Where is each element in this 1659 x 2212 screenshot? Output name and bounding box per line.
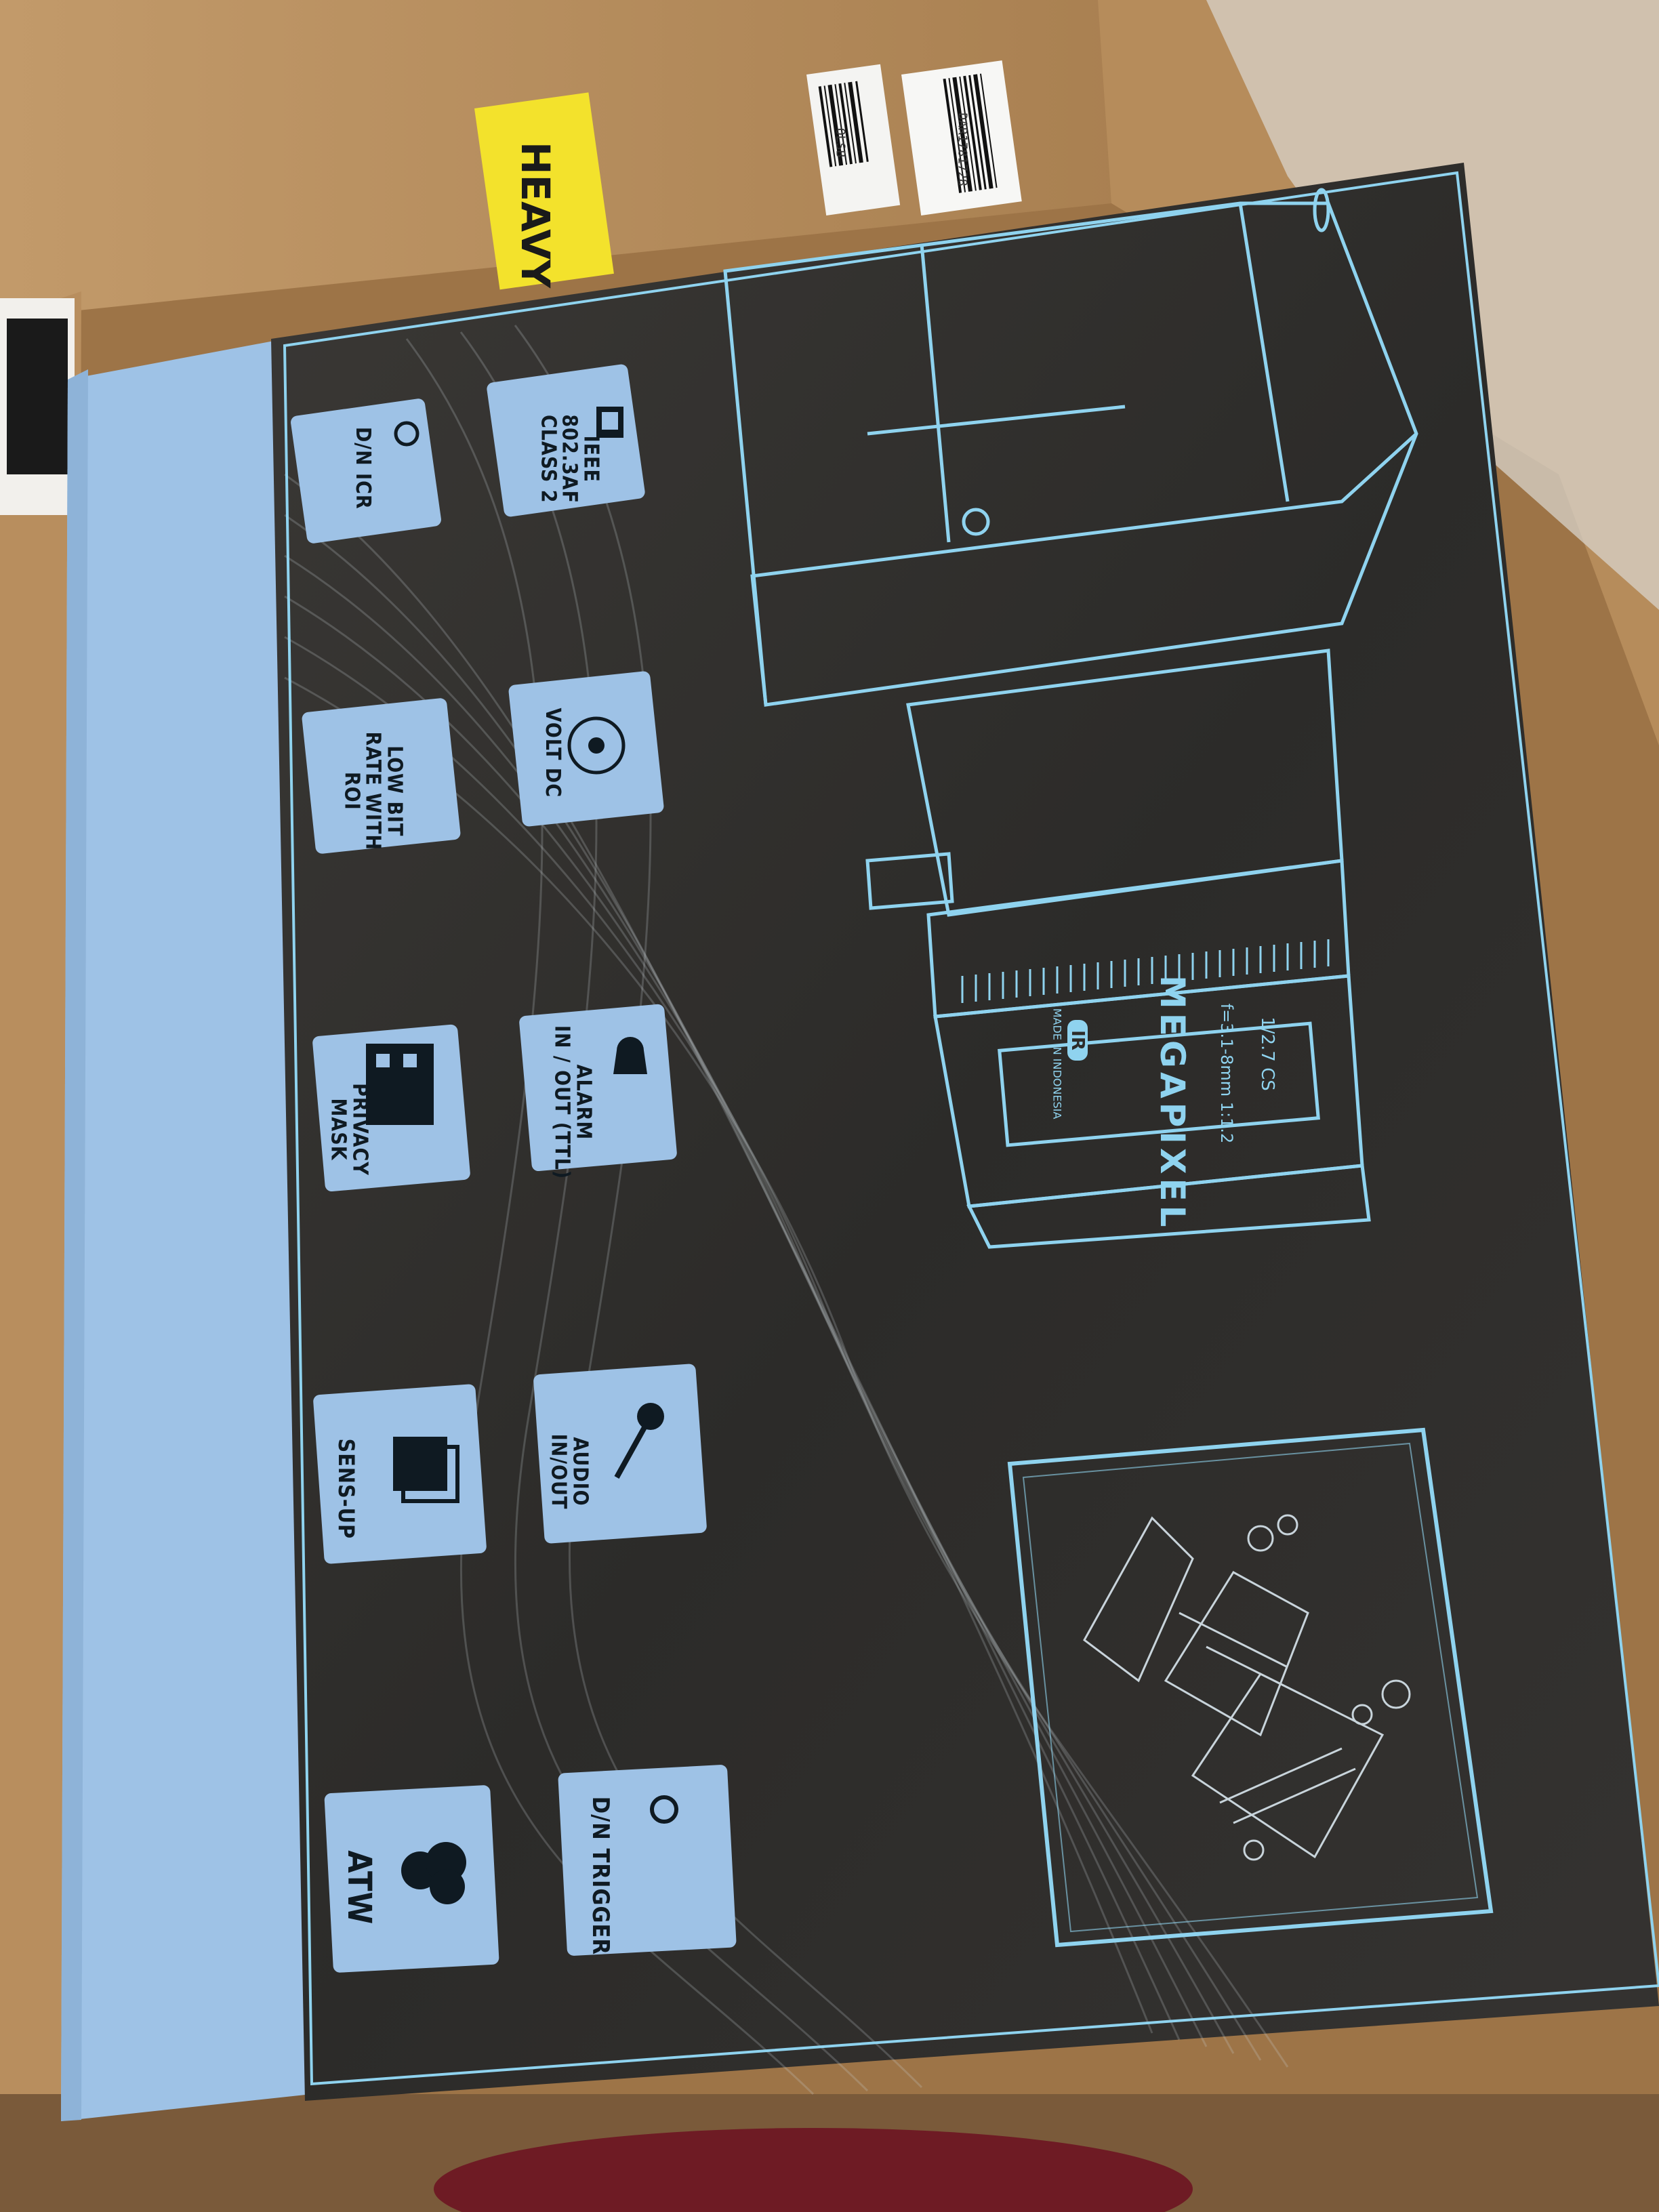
lens-knurl [961,939,1330,1003]
feature-label-ieee: IEEE 802.3AF CLASS 2 [536,414,603,504]
box-spine [61,339,312,2121]
background-red-object [434,2128,1193,2212]
sens-up-icon [393,1437,459,1503]
feature-tile-9 [558,1765,737,1956]
left-sticker-print [7,319,68,474]
feature-label-sens-up: SENS-UP [333,1438,359,1540]
city-frame-inner [1022,1442,1479,1933]
feature-label-roi: LOW BIT RATE WITH ROI [340,731,407,851]
privacy-mask-icon [366,1044,434,1125]
box-spine-edge [61,369,88,2121]
lens-brand: MEGAPIXEL [1153,975,1192,1231]
box-front [271,163,1659,2101]
lens-specs-1: 1/2.7 CS [1257,1017,1277,1091]
camera-line-art [723,188,1418,1249]
day-night-trigger-icon [650,1795,678,1824]
feature-label-audio: AUDIO IN/OUT [547,1433,592,1510]
feature-tile-2 [291,398,441,544]
feature-tile-1 [487,364,645,517]
feature-label-dn-icr: D/N ICR [350,426,375,510]
barcode-label-2 [901,60,1022,216]
barcode-text-1: DAR1781728 [955,112,970,186]
alarm-bell-icon [613,1037,647,1074]
barcode-text-2: OLSB [833,127,848,158]
lens-specs-2: f=3.1-8mm 1:1.2 [1217,1003,1236,1144]
front-border-line [283,171,1659,2086]
dc-power-icon [567,716,626,775]
day-night-icon [394,421,419,447]
microphone-speaker-icon [614,1403,664,1479]
city-frame [1007,1427,1494,1948]
feature-tile-3 [508,671,664,827]
lens-ir-badge: IR [1067,1020,1088,1061]
background-box-left [0,291,81,2212]
feature-label-dn-trigger: D/N TRIGGER [586,1796,614,1955]
lens-origin: MADE IN INDONESIA [1050,1008,1064,1120]
feature-label-alarm: ALARM IN / OUT (TTL) [550,1025,596,1180]
feature-label-volt-dc: VOLT DC [540,708,565,798]
feature-tile-7 [533,1364,707,1544]
feature-tile-4 [302,698,461,854]
ethernet-icon [596,407,623,438]
heavy-label-text: HEAVY [512,142,558,288]
feature-label-privacy-mask: PRIVACY MASK [327,1083,372,1176]
feature-tile-5 [519,1004,677,1172]
cloud-icon [401,1842,466,1904]
heavy-sticker [474,92,614,290]
city-buildings-art [1083,1514,1411,1861]
barcode-label [806,64,901,216]
feature-label-atw: ATW [340,1850,379,1925]
